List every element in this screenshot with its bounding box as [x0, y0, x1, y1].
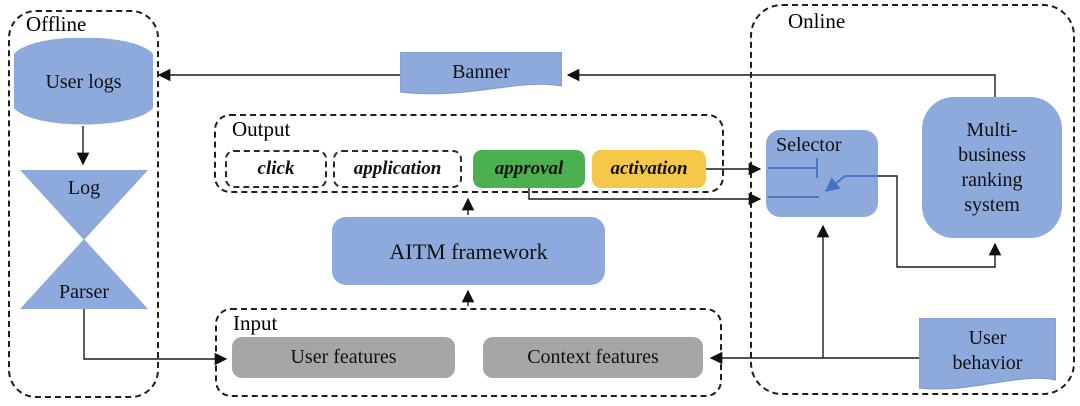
user-behavior-node: User behavior	[919, 318, 1056, 394]
input-group-label: Input	[233, 311, 278, 335]
triangle-down-icon	[20, 170, 148, 240]
user-behavior-label: User behavior	[952, 327, 1023, 374]
selector-node: Selector	[766, 130, 878, 217]
approval-label: approval	[494, 158, 564, 179]
aitm-framework-label: AITM framework	[389, 238, 548, 264]
banner-node: Banner	[400, 52, 562, 98]
online-group-label: Online	[788, 9, 846, 33]
offline-group-label: Offline	[26, 12, 87, 36]
cylinder-shape-icon	[14, 38, 153, 125]
user-features-node: User features	[232, 337, 455, 378]
parser-node: Parser	[20, 239, 148, 309]
user-logs-node: User logs	[14, 38, 153, 126]
banner-label: Banner	[452, 61, 510, 83]
user-logs-label: User logs	[45, 70, 122, 93]
output-item-approval: approval	[473, 150, 585, 188]
multi-business-ranking-label: Multi- business ranking system	[958, 118, 1026, 216]
activation-label: activation	[610, 158, 688, 179]
output-item-application: application	[333, 150, 462, 188]
log-node: Log	[20, 170, 148, 240]
output-item-activation: activation	[592, 150, 706, 188]
switch-icons	[768, 158, 878, 198]
selector-label: Selector	[776, 134, 842, 156]
aitm-framework-node: AITM framework	[332, 217, 605, 285]
wave-flag-shape-icon	[400, 52, 562, 95]
multi-business-ranking-node: Multi- business ranking system	[922, 97, 1062, 238]
triangle-up-icon	[20, 239, 148, 309]
parser-label: Parser	[59, 281, 109, 303]
output-group: Output	[214, 114, 724, 193]
output-item-click: click	[225, 150, 327, 188]
context-features-node: Context features	[483, 337, 703, 378]
user-features-label: User features	[290, 346, 397, 368]
switch-open-icon	[768, 158, 818, 178]
switch-closed-arm-icon	[824, 175, 846, 192]
context-features-label: Context features	[527, 346, 659, 368]
click-label: click	[257, 158, 295, 179]
application-label: application	[353, 158, 442, 179]
wave-flag-shape-icon	[919, 318, 1056, 390]
output-group-label: Output	[232, 117, 291, 141]
log-label: Log	[67, 177, 101, 199]
offline-group: Offline	[8, 10, 159, 398]
